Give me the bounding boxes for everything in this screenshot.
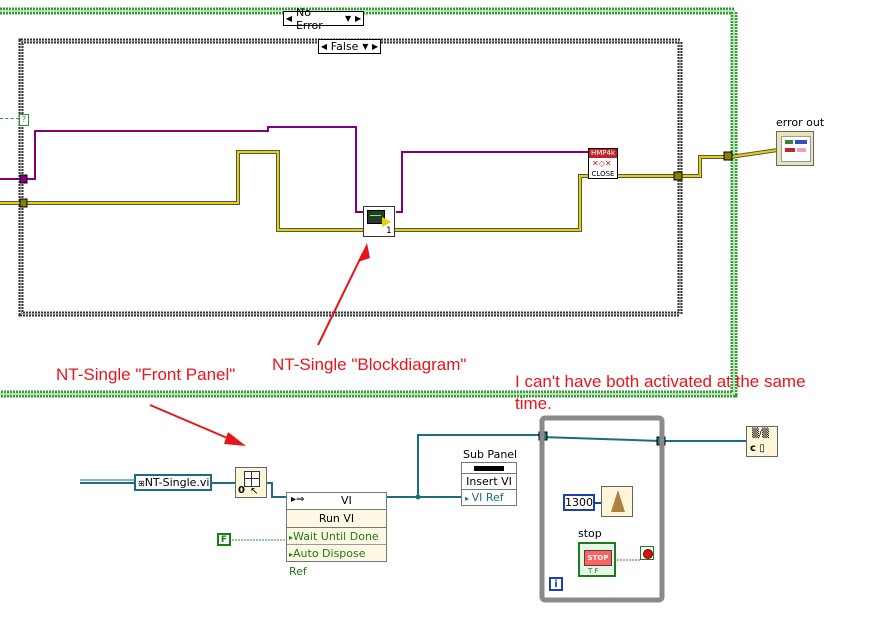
error-out-label: error out: [776, 116, 825, 129]
play-arrow-icon: [382, 217, 391, 227]
run-vi-invoke-node[interactable]: ▸⇒ VI Run VI ▸Wait Until Done ▸Auto Disp…: [286, 492, 387, 578]
metronome-icon: [611, 490, 625, 512]
increment-arrow-icon[interactable]: ▶: [372, 42, 379, 51]
stop-condition-icon: [643, 549, 653, 559]
while-loop[interactable]: [539, 415, 665, 603]
error-tunnel-outer-right[interactable]: [723, 151, 733, 161]
false-boolean-constant[interactable]: F: [217, 533, 231, 546]
stop-label: stop: [578, 527, 602, 540]
path-icon: ⊞: [138, 479, 145, 488]
numeric-wire: [595, 502, 601, 504]
pattern-icon: ▒/▒: [752, 429, 769, 439]
close-glyph-icon: ✕◇✕: [592, 159, 612, 168]
vi-ref-terminal[interactable]: ▸ VI Ref: [465, 491, 504, 504]
wire-junction: [415, 494, 421, 500]
auto-dispose-ref-terminal[interactable]: ▸Auto Dispose Ref: [289, 547, 366, 578]
close-ref-glyph: c ▯: [750, 443, 765, 454]
invoke-method-label[interactable]: Run VI: [287, 510, 386, 528]
subpanel-label: Sub Panel: [463, 448, 518, 461]
error-out-indicator[interactable]: [776, 131, 814, 166]
wait-ms-constant[interactable]: 1300: [563, 494, 595, 511]
open-vi-reference-node[interactable]: 0 ↖: [235, 467, 267, 498]
annotation-note-line1: I can't have both activated at the same: [515, 372, 806, 391]
cluster-icon: [781, 136, 811, 162]
invoke-node-header: ▸⇒ VI: [287, 493, 386, 510]
annotation-blockdiagram: NT-Single "Blockdiagram": [272, 355, 467, 374]
dropdown-arrow-icon[interactable]: ▼: [344, 14, 352, 23]
misc-wires[interactable]: [232, 539, 640, 561]
ref-tunnel-left[interactable]: [19, 174, 28, 184]
increment-arrow-icon[interactable]: ▶: [354, 14, 362, 23]
hmp4k-close-node[interactable]: HMP4k ✕◇✕ CLOSE: [588, 148, 618, 179]
nt-single-subvi-node[interactable]: 1: [363, 206, 395, 237]
selector-wire: [0, 118, 19, 119]
stop-button-terminal[interactable]: STOP T F: [578, 542, 616, 577]
annotation-arrows: [149, 243, 370, 446]
inner-case-selector[interactable]: ◀ False ▼ ▶: [318, 39, 381, 54]
reference-wire[interactable]: [0, 126, 590, 213]
case-selector-tunnel[interactable]: ?: [19, 114, 29, 126]
loop-iteration-terminal[interactable]: i: [549, 577, 563, 591]
dropdown-arrow-icon[interactable]: ▼: [362, 42, 369, 51]
front-panel-property-node[interactable]: ▒/▒ c ▯: [746, 426, 778, 457]
wait-ms-node[interactable]: [601, 486, 633, 517]
loop-condition-terminal[interactable]: [640, 546, 654, 560]
error-tunnel-left[interactable]: [19, 198, 28, 208]
wait-until-done-terminal[interactable]: ▸Wait Until Done: [287, 528, 386, 545]
subpanel-insert-vi-node[interactable]: Insert VI ▸ VI Ref: [461, 462, 517, 506]
decrement-arrow-icon[interactable]: ◀: [320, 42, 327, 51]
outer-case-selector[interactable]: ◀ No Error ▼ ▶: [283, 6, 364, 32]
error-tunnel-inner-right[interactable]: [673, 171, 683, 181]
annotation-front-panel: NT-Single "Front Panel": [56, 365, 236, 384]
annotation-note-line2: time.: [515, 394, 552, 413]
panel-icon: [244, 471, 260, 487]
outer-case-structure[interactable]: [0, 7, 738, 398]
error-wire[interactable]: [0, 148, 779, 232]
pointer-icon: ↖: [250, 486, 259, 497]
vi-path-constant[interactable]: ⊞NT-Single.vi: [134, 474, 212, 491]
decrement-arrow-icon[interactable]: ◀: [285, 14, 293, 23]
subpanel-icon: [474, 466, 504, 471]
reference-arrow-icon: ▸⇒: [291, 494, 305, 505]
